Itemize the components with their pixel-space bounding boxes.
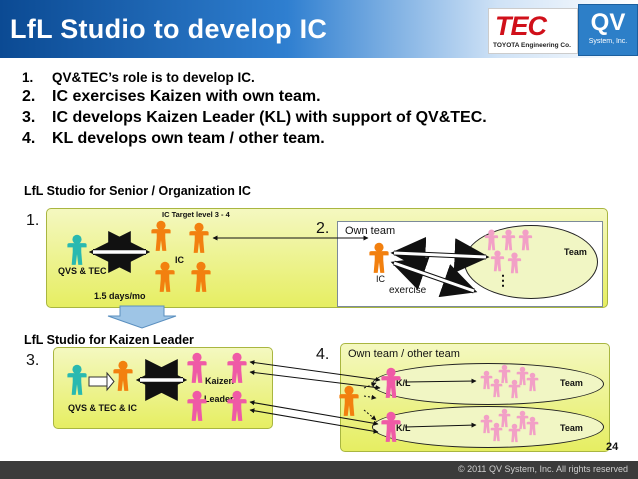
step-2-number: 2. — [316, 220, 330, 237]
ic-person-icon — [155, 261, 175, 292]
kaizen-studio-title: LfL Studio for Kaizen Leader — [24, 333, 194, 347]
ic-exercise-person-icon — [369, 242, 389, 273]
team-member-icon — [498, 364, 511, 384]
kaizen-label: Kaizen — [205, 376, 235, 386]
kl-to-team-arrow — [404, 422, 477, 428]
ic-small-label: IC — [376, 274, 385, 284]
qvs-person-icon — [67, 234, 87, 265]
point-number: 3. — [22, 109, 36, 126]
ic-to-kl-dotted-arrow — [363, 409, 377, 421]
point-number: 1. — [22, 70, 34, 85]
tec-logo-word: TEC — [495, 11, 547, 41]
step-4-number: 4. — [316, 346, 330, 363]
qvs-to-ic-arrow-body — [88, 376, 108, 387]
leaders-kl-arrow — [249, 408, 379, 434]
kaizen-leader-icon — [381, 367, 401, 398]
point-text: IC develops Kaizen Leader (KL) with supp… — [52, 109, 487, 126]
kl-top-label: K/L — [396, 378, 411, 388]
slide-title: LfL Studio to develop IC — [10, 14, 328, 44]
team-member-icon — [501, 229, 516, 251]
exercise-arrow-lower-inner — [393, 261, 475, 293]
team-member-icon — [516, 410, 529, 430]
own-other-team-title: Own team / other team — [348, 348, 460, 360]
team-member-icon — [508, 379, 521, 399]
qv-logo-word: QV — [590, 9, 626, 36]
ic-label: IC — [175, 255, 184, 265]
team-member-icon — [526, 416, 539, 436]
kl-to-team-arrow — [404, 378, 477, 384]
team-member-icon — [498, 408, 511, 428]
leaders-kl-arrow — [249, 370, 381, 390]
team-member-icon — [526, 372, 539, 392]
tec-logo-subtitle: TOYOTA Engineering Co. — [493, 42, 571, 49]
team-member-icon — [490, 378, 503, 398]
team-member-icon — [480, 414, 493, 434]
qvs-tec-label: QVS & TEC — [58, 266, 107, 276]
step-1-number: 1. — [26, 212, 40, 229]
senior-studio-title: LfL Studio for Senior / Organization IC — [24, 184, 251, 198]
page-number: 24 — [606, 441, 619, 453]
kaizen-leader-icon — [187, 352, 207, 383]
team-member-icon — [516, 366, 529, 386]
kaizen-leader-icon — [227, 352, 247, 383]
point-text: KL develops own team / other team. — [52, 130, 325, 147]
team-member-icon — [480, 370, 493, 390]
qv-logo-subtitle: System, Inc. — [588, 38, 628, 45]
point-item: 1. QV&TEC’s role is to develop IC. — [22, 70, 487, 85]
qv-logo: QV System, Inc. — [578, 4, 638, 56]
point-item: 3. IC develops Kaizen Leader (KL) with su… — [22, 109, 487, 127]
kaizen-leader-icon — [381, 411, 401, 442]
exercise-arrow-upper-inner — [393, 251, 487, 259]
kaizen-leader-icon — [227, 390, 247, 421]
ic-person-icon — [113, 360, 133, 391]
team-top-label: Team — [560, 378, 583, 388]
kaizen-leader-icon — [187, 390, 207, 421]
ic-to-kl-dotted-arrow — [363, 394, 377, 400]
qvs-to-ic-arrow-head — [106, 371, 115, 392]
copyright-text: © 2011 QV System, Inc. All rights reserv… — [457, 464, 628, 474]
ic-person-icon — [151, 220, 171, 251]
team-member-icon — [507, 252, 522, 274]
qvs-person-icon — [67, 364, 87, 395]
transition-down-arrow — [107, 305, 177, 329]
team-label: Team — [564, 247, 587, 257]
team-bottom-label: Team — [560, 423, 583, 433]
days-per-month-label: 1.5 days/mo — [94, 291, 146, 301]
team-member-icon — [508, 423, 521, 443]
step-3-number: 3. — [26, 352, 40, 369]
point-number: 4. — [22, 130, 36, 147]
ic-person-icon — [189, 222, 209, 253]
ic-person-icon — [191, 261, 211, 292]
team-member-icon — [490, 422, 503, 442]
team-member-icon — [484, 229, 499, 251]
team-member-icon — [490, 250, 505, 272]
point-item: 2. IC exercises Kaizen with own team. — [22, 88, 487, 106]
tec-logo: TEC TOYOTA Engineering Co. — [488, 8, 578, 54]
own-team-title: Own team — [345, 225, 396, 237]
leaders-kl-arrow — [249, 360, 381, 382]
ic-target-label: IC Target level 3 - 4 — [162, 210, 230, 219]
leaders-label: Leaders — [204, 394, 239, 404]
kl-bottom-label: K/L — [396, 423, 411, 433]
footer-bar: © 2011 QV System, Inc. All rights reserv… — [0, 461, 638, 479]
ic-person-icon — [339, 385, 359, 416]
point-text: QV&TEC’s role is to develop IC. — [52, 70, 255, 85]
team-member-icon — [518, 229, 533, 251]
qvs-tec-ic-label: QVS & TEC & IC — [68, 403, 138, 413]
point-item: 4. KL develops own team / other team. — [22, 130, 487, 148]
point-number: 2. — [22, 88, 36, 105]
more-members-dots: ⋮ — [496, 272, 510, 288]
key-points-list: 1. QV&TEC’s role is to develop IC. 2. IC e… — [22, 70, 487, 148]
point-text: IC exercises Kaizen with own team. — [52, 88, 321, 105]
